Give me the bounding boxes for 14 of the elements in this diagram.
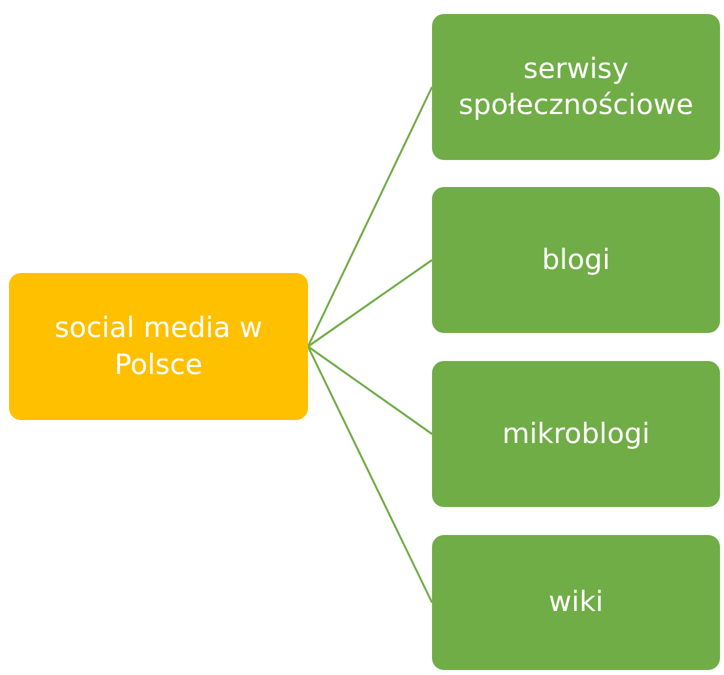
node-label: wiki: [548, 584, 604, 620]
category-box: [432, 187, 720, 333]
node-label: blogi: [542, 242, 610, 278]
category-box: [432, 535, 720, 670]
category-box: [432, 361, 720, 507]
node-label: serwisy społecznościowe: [458, 50, 694, 123]
connector-line: [307, 259, 433, 348]
connector-line: [307, 346, 433, 435]
node-label: mikroblogi: [502, 416, 650, 452]
root-topic-box: [9, 273, 308, 420]
node-label: social media w Polsce: [54, 310, 264, 382]
connector-line: [307, 86, 433, 347]
category-box: [432, 14, 720, 160]
connector-line: [307, 346, 433, 603]
